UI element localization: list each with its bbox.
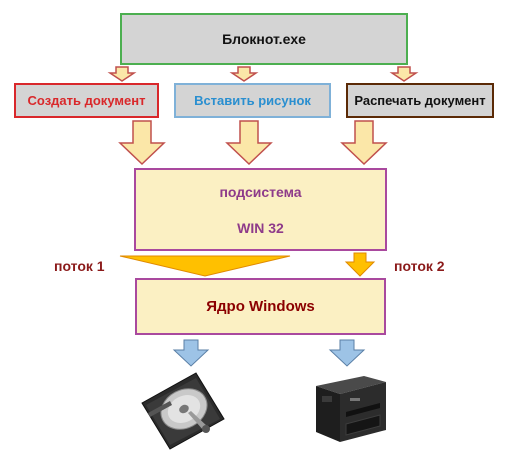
arrow-to-insert — [229, 66, 259, 82]
action-create-label: Создать документ — [27, 93, 146, 108]
arrow-create-down — [118, 120, 166, 166]
thread-2-label: поток 2 — [394, 258, 445, 274]
subsystem-box: подсистема WIN 32 — [134, 168, 387, 251]
thread-arrows — [119, 252, 376, 277]
kernel-label: Ядро Windows — [206, 298, 315, 315]
notepad-label: Блокнот.exe — [222, 31, 306, 47]
kernel-box: Ядро Windows — [135, 278, 386, 335]
thread-2-arrow — [344, 252, 376, 277]
thread-1-arrow — [119, 255, 291, 277]
subsystem-line1: подсистема — [219, 183, 302, 200]
action-print-label: Распечать документ — [354, 93, 486, 108]
action-create-box: Создать документ — [14, 83, 159, 118]
arrow-to-printer — [328, 339, 366, 367]
printer-icon — [316, 376, 386, 442]
action-print-box: Распечать документ — [346, 83, 494, 118]
kernel-to-devices-arrows — [172, 339, 366, 367]
arrow-to-print — [389, 66, 419, 82]
action-insert-box: Вставить рисунок — [174, 83, 331, 118]
arrow-to-drive — [172, 339, 210, 367]
arrow-to-create — [107, 66, 137, 82]
notepad-box: Блокнот.exe — [120, 13, 408, 65]
thread-1-label: поток 1 — [54, 258, 105, 274]
actions-to-subsystem-arrows — [118, 120, 388, 166]
top-to-actions-arrows — [107, 66, 419, 82]
subsystem-line2: WIN 32 — [237, 219, 284, 236]
action-insert-label: Вставить рисунок — [194, 93, 311, 108]
arrow-print-down — [340, 120, 388, 166]
arrow-insert-down — [225, 120, 273, 166]
hard-drive-icon — [141, 372, 225, 450]
